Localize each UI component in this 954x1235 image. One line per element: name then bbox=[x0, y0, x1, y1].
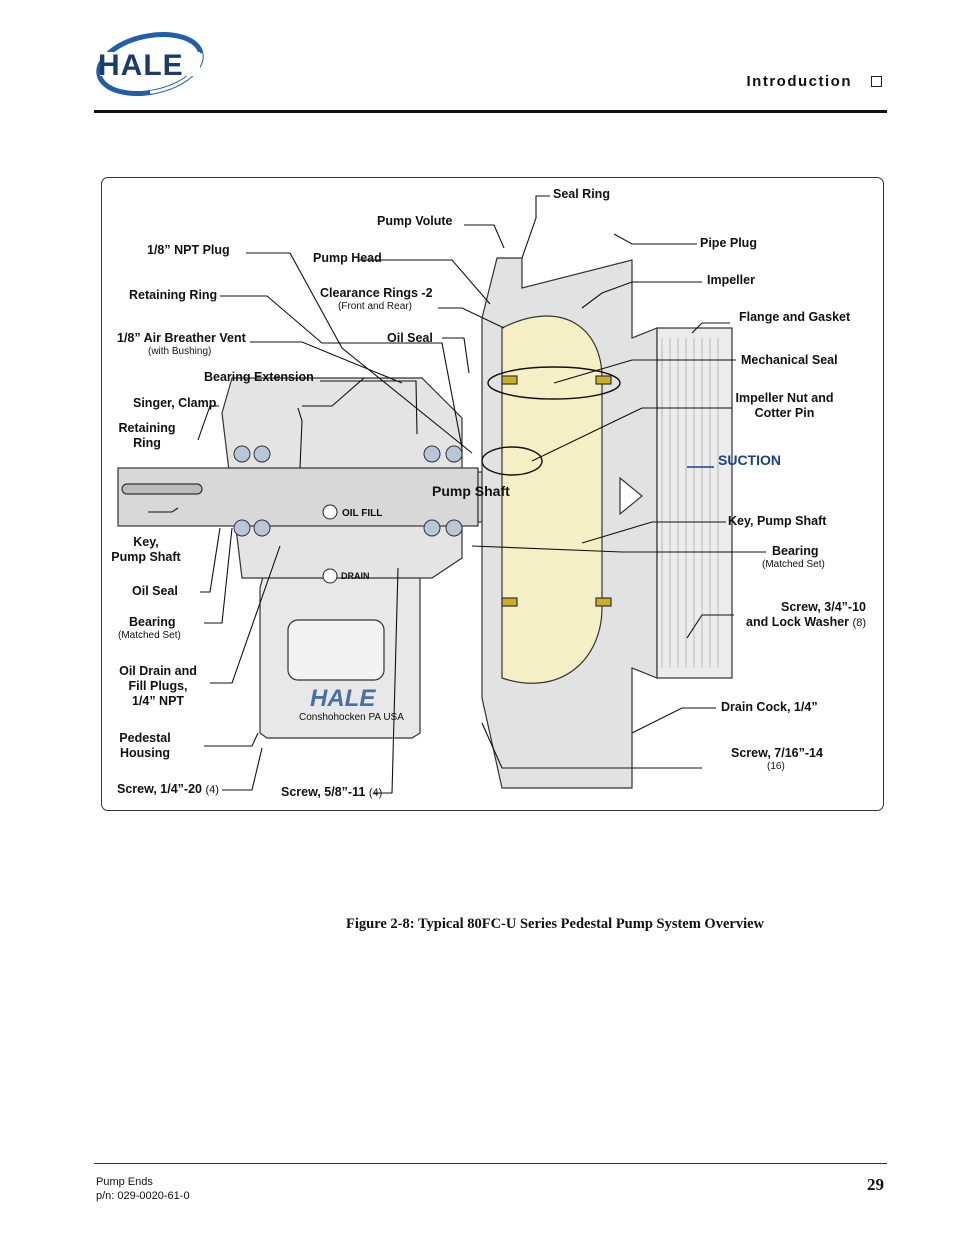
pedestal-housing bbox=[221, 377, 463, 739]
screw-716-label: Screw, 7/16”-14 bbox=[731, 746, 823, 760]
footer-part-number: p/n: 029-0020-61-0 bbox=[96, 1190, 190, 1202]
oil-seal-top-label: Oil Seal bbox=[387, 331, 433, 345]
retaining-ring-left-line-1: Retaining bbox=[118, 421, 176, 435]
clearance-rings-sublabel: (Front and Rear) bbox=[338, 301, 412, 312]
screw-14-qty: (4) bbox=[205, 784, 219, 796]
pump-head-label: Pump Head bbox=[313, 251, 382, 265]
impeller-nut-line-2: Cotter Pin bbox=[754, 406, 815, 420]
pedestal-housing-label: Pedestal Housing bbox=[112, 731, 178, 761]
screw-34-line-1: Screw, 3/4”-10 bbox=[780, 600, 866, 614]
key-left-line-1: Key, bbox=[133, 535, 159, 549]
bearing-right-sublabel: (Matched Set) bbox=[762, 559, 825, 570]
impeller-label: Impeller bbox=[707, 273, 755, 287]
header-rule bbox=[94, 110, 887, 113]
pump-diagram: HALE Conshohocken PA USA OIL FILL DRAIN … bbox=[101, 177, 884, 811]
air-breather-vent-label: 1/8” Air Breather Vent bbox=[117, 331, 246, 345]
screw-58-qty: (4) bbox=[368, 787, 383, 799]
bearing-right-label: Bearing bbox=[772, 544, 819, 558]
screw-34-qty: (8) bbox=[852, 617, 866, 629]
oil-drain-line-3: 1/4” NPT bbox=[131, 694, 185, 708]
mechanical-seal-label: Mechanical Seal bbox=[741, 353, 838, 367]
retaining-ring-label: Retaining Ring bbox=[129, 288, 218, 302]
suction-label: SUCTION bbox=[718, 452, 781, 468]
clearance-rings-label: Clearance Rings -2 bbox=[320, 286, 433, 300]
oil-fill-label: OIL FILL bbox=[342, 508, 382, 519]
pump-volute-label: Pump Volute bbox=[377, 214, 453, 228]
impeller-nut-line-1: Impeller Nut and bbox=[735, 391, 834, 405]
key-left-line-2: Pump Shaft bbox=[111, 550, 181, 564]
pump-volute bbox=[481, 257, 733, 789]
logo-text: HALE bbox=[98, 49, 184, 82]
hale-logo: HALE bbox=[94, 30, 206, 98]
pipe-plug-label: Pipe Plug bbox=[700, 236, 757, 250]
retaining-ring-left-label: Retaining Ring bbox=[114, 421, 180, 451]
screw-14-text: Screw, 1/4”-20 bbox=[117, 782, 203, 796]
seal-ring-label: Seal Ring bbox=[553, 187, 610, 201]
screw-34-line-2: and Lock Washer bbox=[746, 615, 850, 629]
leader-lines bbox=[148, 195, 766, 794]
oil-drain-line-1: Oil Drain and bbox=[119, 664, 197, 678]
npt-plug-label: 1/8” NPT Plug bbox=[147, 243, 230, 257]
screw-14-label: Screw, 1/4”-20 (4) bbox=[117, 782, 219, 798]
pump-cross-section: HALE Conshohocken PA USA OIL FILL DRAIN … bbox=[117, 195, 781, 794]
housing-logo: HALE bbox=[310, 685, 376, 712]
air-breather-vent-sublabel: (with Bushing) bbox=[148, 346, 212, 357]
bearings bbox=[233, 445, 463, 537]
key-right-label: Key, Pump Shaft bbox=[728, 514, 827, 528]
oil-seal-bottom-label: Oil Seal bbox=[132, 584, 178, 598]
screw-58-text: Screw, 5/8”-11 bbox=[281, 785, 366, 799]
screw-34-label: Screw, 3/4”-10 and Lock Washer (8) bbox=[742, 600, 866, 631]
housing-city: Conshohocken PA USA bbox=[299, 712, 404, 723]
page-number: 29 bbox=[867, 1175, 884, 1194]
impeller-nut-label: Impeller Nut and Cotter Pin bbox=[727, 391, 842, 421]
section-title: Introduction bbox=[746, 73, 852, 90]
drain-label: DRAIN bbox=[341, 571, 370, 581]
bearing-left-label: Bearing bbox=[129, 615, 176, 629]
hale-logo-swoosh-icon bbox=[96, 32, 204, 96]
pump-shaft-label: Pump Shaft bbox=[432, 483, 510, 499]
screw-58-label: Screw, 5/8”-11 (4) bbox=[281, 785, 382, 801]
key-left-label: Key, Pump Shaft bbox=[108, 535, 184, 565]
screw-716-qty: (16) bbox=[767, 761, 785, 772]
singer-clamp-label: Singer, Clamp bbox=[133, 396, 217, 410]
bearing-extension-label: Bearing Extension bbox=[204, 370, 314, 384]
bearing-left-sublabel: (Matched Set) bbox=[118, 630, 181, 641]
section-checkbox-icon bbox=[871, 76, 882, 87]
oil-drain-line-2: Fill Plugs, bbox=[128, 679, 188, 693]
oil-drain-label: Oil Drain and Fill Plugs, 1/4” NPT bbox=[110, 664, 206, 709]
footer-doc-info: Pump Ends p/n: 029-0020-61-0 bbox=[96, 1175, 190, 1203]
flange-gasket-label: Flange and Gasket bbox=[739, 310, 851, 324]
drain-cock-label: Drain Cock, 1/4” bbox=[721, 700, 818, 714]
pedestal-line-1: Pedestal bbox=[119, 731, 171, 745]
figure-caption: Figure 2-8: Typical 80FC-U Series Pedest… bbox=[346, 916, 765, 932]
oil-ports bbox=[322, 504, 338, 584]
retaining-ring-left-line-2: Ring bbox=[133, 436, 161, 450]
footer-doc-name: Pump Ends bbox=[96, 1176, 153, 1188]
pedestal-line-2: Housing bbox=[120, 746, 170, 760]
footer-rule bbox=[94, 1163, 887, 1164]
